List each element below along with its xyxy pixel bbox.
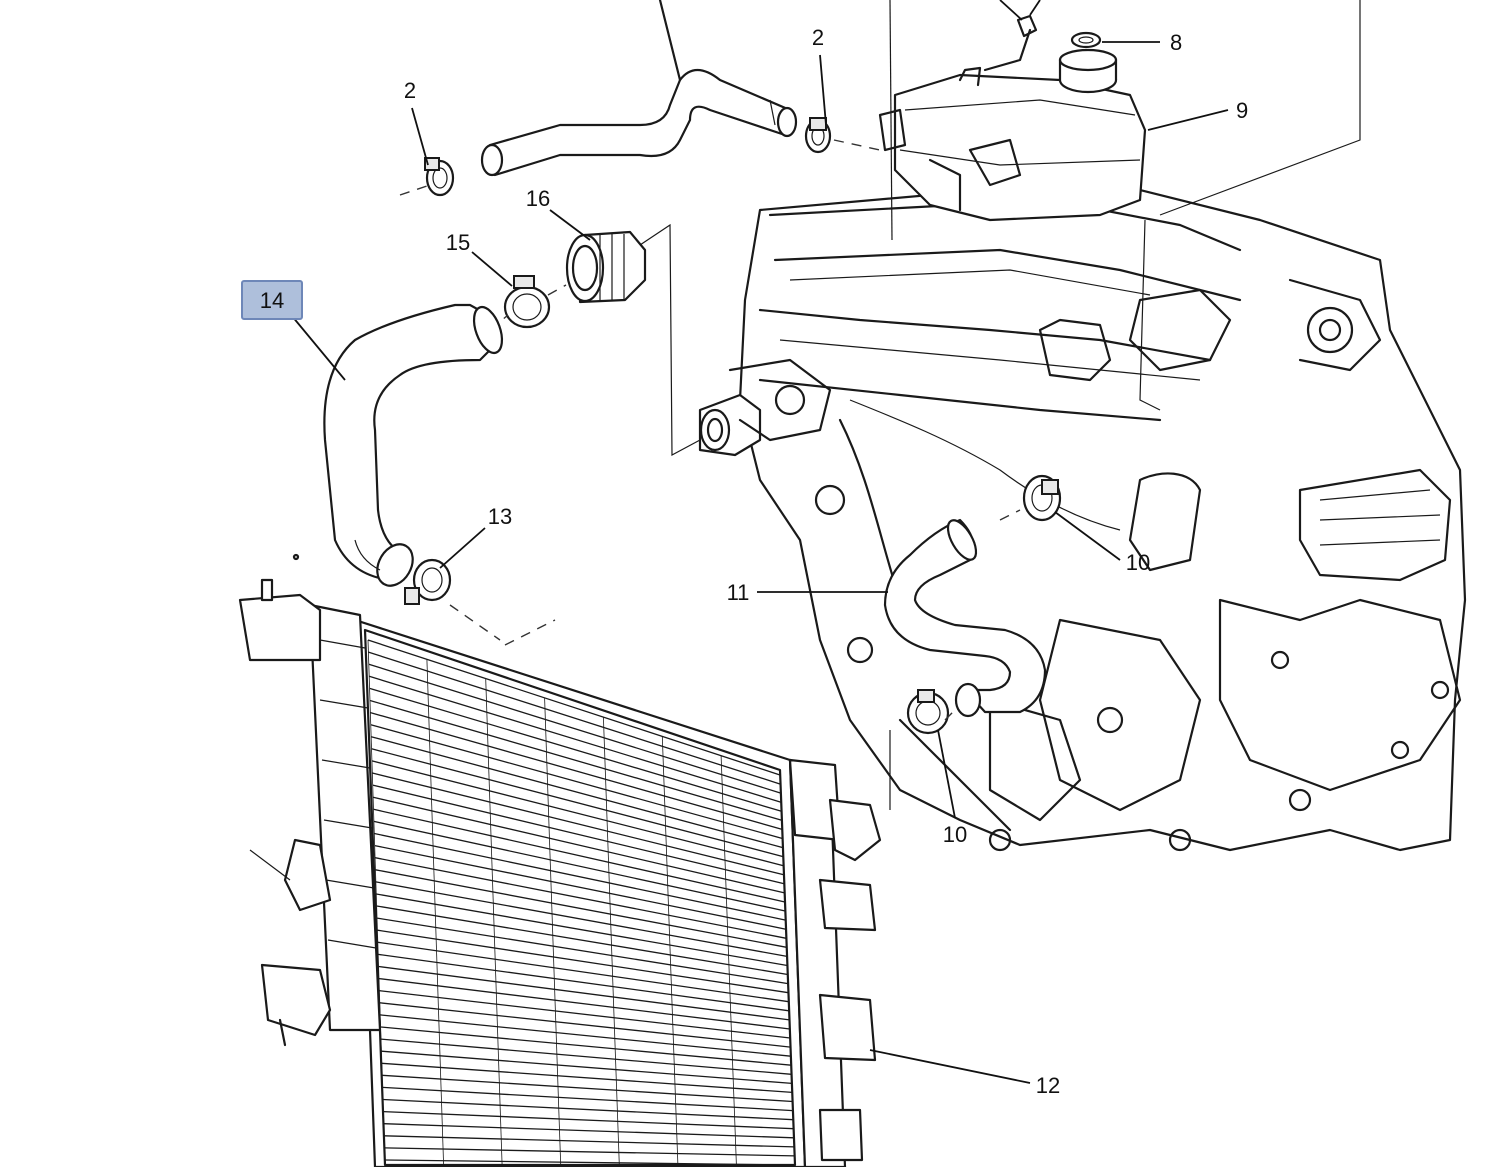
radiator-fin [380,1026,792,1066]
radiator-fin [383,1110,794,1130]
radiator-fin [376,893,788,967]
radiator-fin [382,1098,794,1121]
surge-hose [480,0,798,177]
callout-14-highlight [241,280,303,320]
radiator-fin [378,965,790,1021]
radiator-fin [372,796,785,894]
surge-tank [878,48,1147,222]
radiator-fin [381,1062,793,1094]
outlet-fitting-16 [565,230,647,304]
leader-lines [286,0,1229,1084]
radiator-fin [380,1038,792,1075]
clamp-13 [404,558,452,605]
radiator-fin [369,675,782,803]
radiator-fin [371,760,784,867]
radiator-fin [377,941,789,1003]
radiator-fin [367,639,781,776]
radiator-fin [377,929,789,994]
radiator-fin [372,784,785,885]
radiator-fin [372,772,784,876]
radiator-fin [379,977,790,1030]
callout-12: 12 [1036,1073,1060,1098]
radiator-fin [379,1002,791,1048]
radiator-fin [380,1014,791,1057]
seal-8 [1070,31,1102,49]
callout-2-right: 2 [812,25,824,50]
radiator-fin [375,881,788,958]
radiator-fin [379,990,791,1039]
radiator-fin [382,1086,793,1112]
engine-assembly [639,178,1467,852]
radiator-core-fins [367,639,796,1166]
radiator-tube [485,678,503,1166]
radiator-fin [369,687,782,812]
radiator-tube [367,639,386,1166]
callout-10-upper: 10 [1126,550,1150,575]
clamp-2-right [804,117,832,154]
hose-clip [983,14,1038,72]
callout-15: 15 [446,230,470,255]
callout-13: 13 [488,504,512,529]
radiator-fin [369,699,782,821]
radiator-fin [376,905,788,976]
radiator-fin [374,844,787,930]
radiator-fin [375,869,787,948]
radiator-fin [382,1074,793,1103]
radiator-tube [720,755,737,1166]
radiator-tube [661,736,679,1166]
radiator-hose-11 [883,518,1047,718]
radiator-fin [384,1147,795,1157]
radiator-fin [384,1159,796,1166]
radiator-fin [383,1123,795,1139]
callout-16: 16 [526,186,550,211]
radiator-tube [603,717,620,1166]
radiator-fin [381,1050,792,1085]
radiator-fin [373,808,786,903]
clamp-10-upper [1022,474,1062,522]
callout-8: 8 [1170,30,1182,55]
clamp-10-lower [906,689,950,735]
clamp-2-left [424,157,455,197]
callout-2-left: 2 [404,78,416,103]
radiator-fin [384,1135,795,1148]
callout-9: 9 [1236,98,1248,123]
clamp-15 [503,275,551,329]
radiator-fin [368,663,781,794]
radiator-tube [426,659,444,1166]
radiator-fin [368,651,781,785]
radiator-hose-14 [323,303,504,587]
callout-11: 11 [727,580,750,605]
radiator-fin [371,748,784,858]
radiator-tube [544,697,562,1166]
callout-10-lower: 10 [943,822,967,847]
radiator-fin [378,953,790,1012]
radiator-fin [374,832,786,921]
radiator-fin [371,736,783,849]
radiator-fin [374,857,787,939]
radiator-fin [376,917,789,985]
radiator-fin [370,711,783,831]
callout-14: 14 [260,288,284,313]
radiator-fin [370,724,783,840]
radiator-tube [779,774,796,1166]
radiator-fin [373,820,786,912]
